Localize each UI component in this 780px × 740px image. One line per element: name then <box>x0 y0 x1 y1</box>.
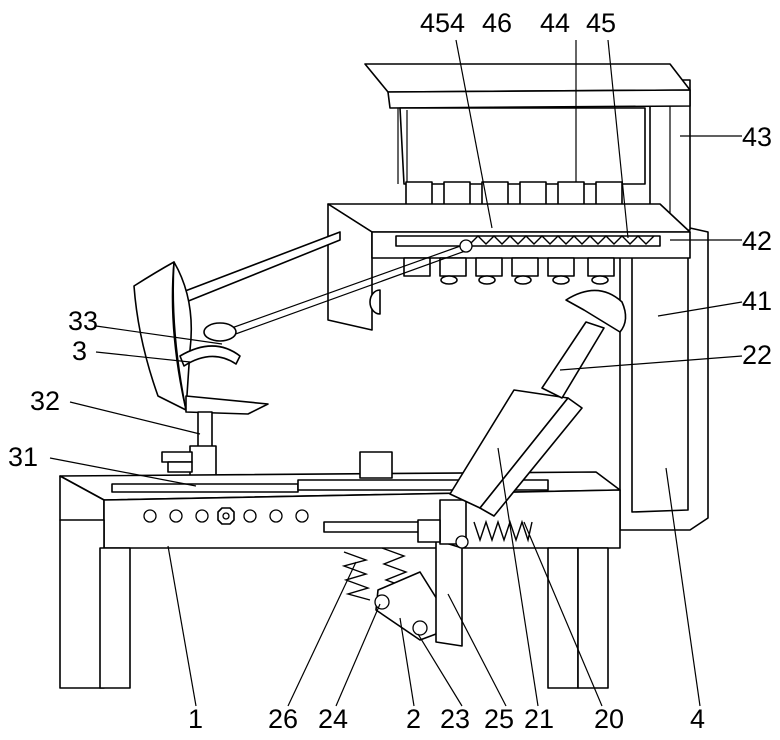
label-23: 23 <box>440 704 470 734</box>
label-42: 42 <box>742 226 772 256</box>
label-24: 24 <box>318 704 348 734</box>
label-1: 1 <box>188 704 203 734</box>
label-43: 43 <box>742 122 772 152</box>
label-44: 44 <box>540 8 570 38</box>
label-22: 22 <box>742 340 772 370</box>
top-press-assembly <box>365 64 690 220</box>
label-3: 3 <box>72 336 87 366</box>
label-2: 2 <box>406 704 421 734</box>
label-41: 41 <box>742 286 772 316</box>
label-31: 31 <box>8 442 38 472</box>
label-32: 32 <box>30 386 60 416</box>
label-25: 25 <box>484 704 514 734</box>
label-26: 26 <box>268 704 298 734</box>
label-33: 33 <box>68 306 98 336</box>
base-table <box>60 452 620 688</box>
label-454: 454 <box>420 8 465 38</box>
label-46: 46 <box>482 8 512 38</box>
label-45: 45 <box>586 8 616 38</box>
label-21: 21 <box>524 704 554 734</box>
label-20: 20 <box>594 704 624 734</box>
label-4: 4 <box>690 704 705 734</box>
lower-spring-unit <box>344 540 462 646</box>
